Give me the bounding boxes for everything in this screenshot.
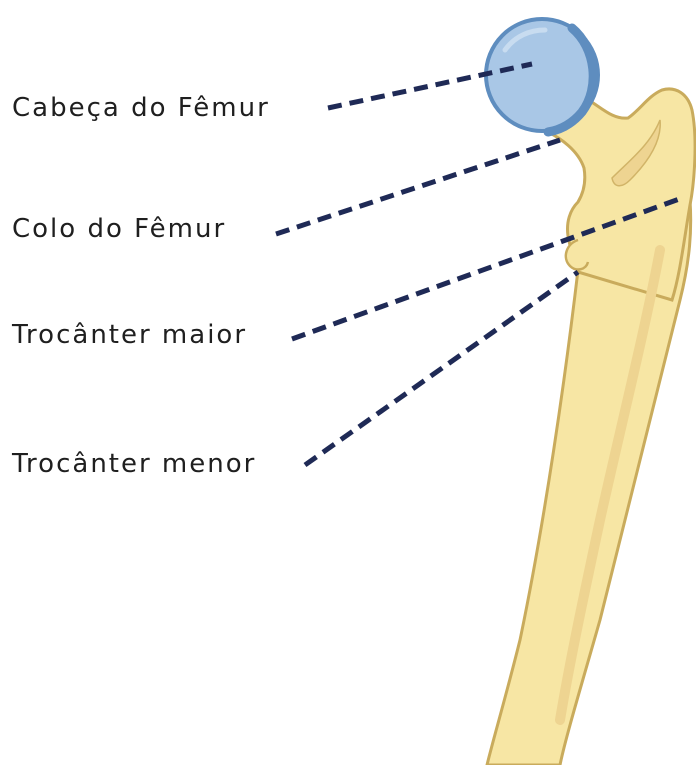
label-lesser-trochanter: Trocânter menor [12, 451, 256, 477]
lesser-trochanter-leader-line [305, 272, 578, 465]
label-femoral-neck: Colo do Fêmur [12, 216, 226, 242]
label-greater-trochanter: Trocânter maior [12, 322, 247, 348]
neck-leader-line [276, 140, 560, 234]
label-femoral-head: Cabeça do Fêmur [12, 95, 270, 121]
